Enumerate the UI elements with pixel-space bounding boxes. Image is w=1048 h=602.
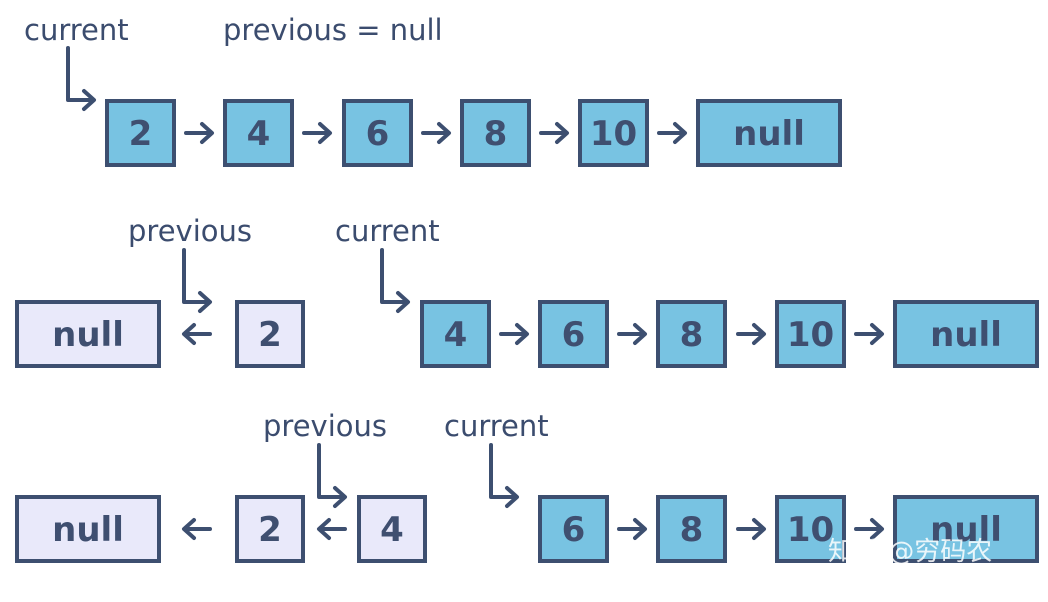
row3-previous-label: previous <box>263 409 387 443</box>
row3-reversed-node-box <box>235 495 305 563</box>
row-1: current previous = null 2 4 6 8 10 null <box>24 13 842 167</box>
row-3: previous current null 2 4 6 8 10 null <box>15 409 1039 563</box>
row2-reversed-node-value: 2 <box>258 315 282 355</box>
row3-current-label: current <box>444 409 549 443</box>
row3-null-box <box>893 495 1039 563</box>
row2-current-pointer <box>380 248 408 304</box>
row2-arrow <box>736 323 766 345</box>
row1-node-value: 4 <box>247 114 271 154</box>
row2-reversed-node-box <box>235 300 305 368</box>
row3-arrow <box>736 518 766 540</box>
row2-node-value: 10 <box>787 315 834 355</box>
row2-previous-pointer <box>182 248 210 304</box>
row2-node-box <box>420 300 491 368</box>
row3-reversed-null-box <box>15 495 161 563</box>
row1-node-box <box>578 99 649 167</box>
row2-current-pointer-head <box>396 291 410 313</box>
row3-previous-pointer-head <box>333 486 347 508</box>
row3-arrow <box>617 518 647 540</box>
row2-null-value: null <box>930 315 1002 355</box>
row3-back-arrow <box>317 518 347 540</box>
row1-arrow <box>302 122 332 144</box>
row2-reversed-null-value: null <box>52 315 124 355</box>
row3-current-pointer-head <box>505 486 519 508</box>
row1-arrow <box>421 122 451 144</box>
row2-node-box <box>656 300 727 368</box>
row1-null-box <box>696 99 842 167</box>
row1-null-value: null <box>733 114 805 154</box>
row3-node-value: 6 <box>562 510 586 550</box>
row3-reversed-node-box <box>357 495 427 563</box>
row3-reversed-null-value: null <box>52 510 124 550</box>
row2-node-value: 4 <box>444 315 468 355</box>
row3-back-arrow <box>182 518 212 540</box>
row3-previous-pointer <box>317 443 345 499</box>
row2-null-box <box>893 300 1039 368</box>
row2-node-value: 8 <box>680 315 704 355</box>
row2-previous-pointer-head <box>198 291 212 313</box>
row3-node-box <box>538 495 609 563</box>
row1-current-pointer-head <box>82 89 96 111</box>
row1-current-pointer <box>66 46 94 102</box>
row2-node-box <box>775 300 846 368</box>
row1-node-box <box>460 99 531 167</box>
row3-null-value: null <box>930 510 1002 550</box>
row3-arrow <box>854 518 884 540</box>
row2-previous-label: previous <box>128 214 252 248</box>
row1-previous-label: previous = null <box>223 13 443 47</box>
row2-arrow <box>854 323 884 345</box>
row3-reversed-node-value: 4 <box>380 510 404 550</box>
row-2: previous current null 2 4 6 8 10 null <box>15 214 1039 368</box>
row1-arrow <box>184 122 214 144</box>
row1-node-value: 8 <box>484 114 508 154</box>
row2-node-box <box>538 300 609 368</box>
row3-node-box <box>775 495 846 563</box>
row2-reversed-null-box <box>15 300 161 368</box>
row2-arrow <box>617 323 647 345</box>
row1-arrow <box>539 122 569 144</box>
row1-current-label: current <box>24 13 129 47</box>
row3-reversed-node-value: 2 <box>258 510 282 550</box>
row3-node-value: 8 <box>680 510 704 550</box>
row3-node-value: 10 <box>787 510 834 550</box>
row1-node-value: 2 <box>129 114 153 154</box>
watermark: 知乎 @穷码农 <box>828 537 992 567</box>
row1-arrow <box>657 122 687 144</box>
row1-node-box <box>223 99 294 167</box>
row2-arrow <box>499 323 529 345</box>
row2-node-value: 6 <box>562 315 586 355</box>
row2-current-label: current <box>335 214 440 248</box>
row1-node-value: 10 <box>590 114 637 154</box>
row1-node-box <box>105 99 176 167</box>
row3-current-pointer <box>489 443 517 499</box>
row1-node-box <box>342 99 413 167</box>
row1-node-value: 6 <box>366 114 390 154</box>
row3-node-box <box>656 495 727 563</box>
row2-back-arrow <box>182 323 212 345</box>
